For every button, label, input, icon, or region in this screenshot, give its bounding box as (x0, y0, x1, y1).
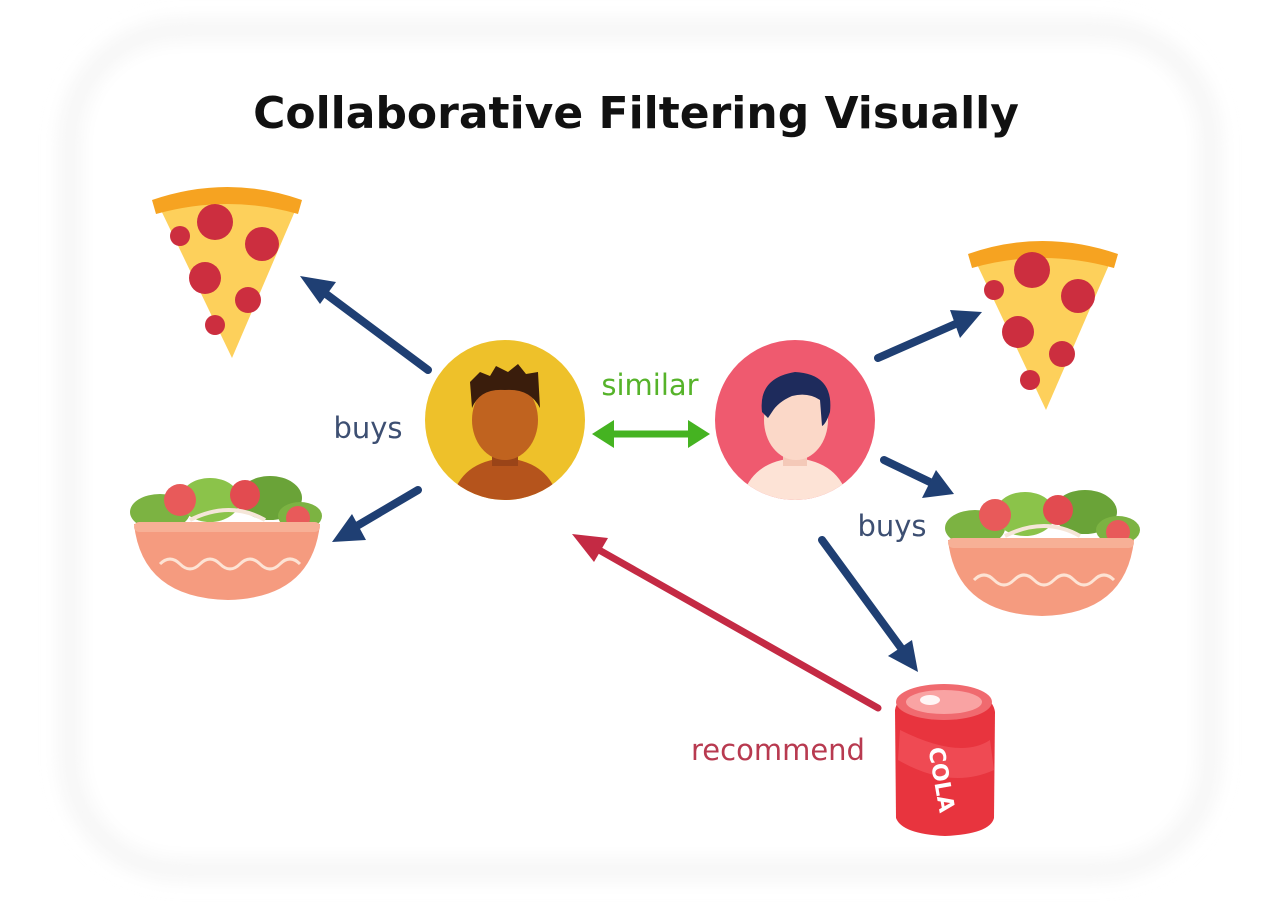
salad-bowl-icon-right (945, 490, 1140, 616)
bowl-wave (972, 573, 1116, 587)
pepperoni (235, 287, 261, 313)
salad-bowl-rim (134, 522, 320, 532)
similar-label: similar (601, 368, 698, 402)
buys-label-left: buys (333, 411, 402, 445)
recommend-arrow (572, 534, 882, 712)
pizza-icon-right (968, 241, 1118, 410)
pizza-crust (152, 187, 302, 214)
onion (1004, 524, 1081, 538)
bowl-wave (158, 557, 302, 571)
pepperoni (1049, 341, 1075, 367)
background-card (63, 23, 1217, 877)
tomato (164, 484, 196, 516)
salad-bowl (948, 540, 1134, 616)
onion (189, 508, 266, 522)
pepperoni (1020, 370, 1040, 390)
avatar-hair (470, 364, 540, 408)
pepperoni (984, 280, 1004, 300)
pepperoni (197, 204, 233, 240)
pizza-crust (968, 241, 1118, 268)
buys-arrow-right-cola (818, 536, 918, 672)
buys-arrow-right-pizza (874, 310, 982, 362)
buys-arrow-left-pizza (300, 276, 432, 374)
similar-arrow (592, 420, 710, 448)
pepperoni (205, 315, 225, 335)
can-tab (920, 695, 940, 705)
pepperoni (245, 227, 279, 261)
pizza-icon-left (152, 187, 302, 358)
tomato (979, 499, 1011, 531)
pepperoni (189, 262, 221, 294)
can-swoosh (898, 730, 994, 778)
recommend-label: recommend (691, 733, 865, 767)
salad-bowl-rim (948, 538, 1134, 548)
tomato (230, 480, 260, 510)
pepperoni (1061, 279, 1095, 313)
diagram-title: Collaborative Filtering Visually (253, 88, 1019, 139)
can-top-inner (906, 690, 982, 714)
cola-can-icon: COLA (895, 684, 995, 836)
buys-arrow-right-salad (880, 456, 954, 498)
pepperoni (1014, 252, 1050, 288)
tomato (1043, 495, 1073, 525)
buys-label-right: buys (857, 509, 926, 543)
salad-bowl (134, 524, 320, 600)
avatar-face (472, 380, 538, 460)
avatar-hair (761, 372, 831, 426)
pepperoni (1002, 316, 1034, 348)
pepperoni (170, 226, 190, 246)
buys-arrow-left-salad (332, 486, 422, 542)
salad-bowl-icon-left (130, 476, 322, 600)
